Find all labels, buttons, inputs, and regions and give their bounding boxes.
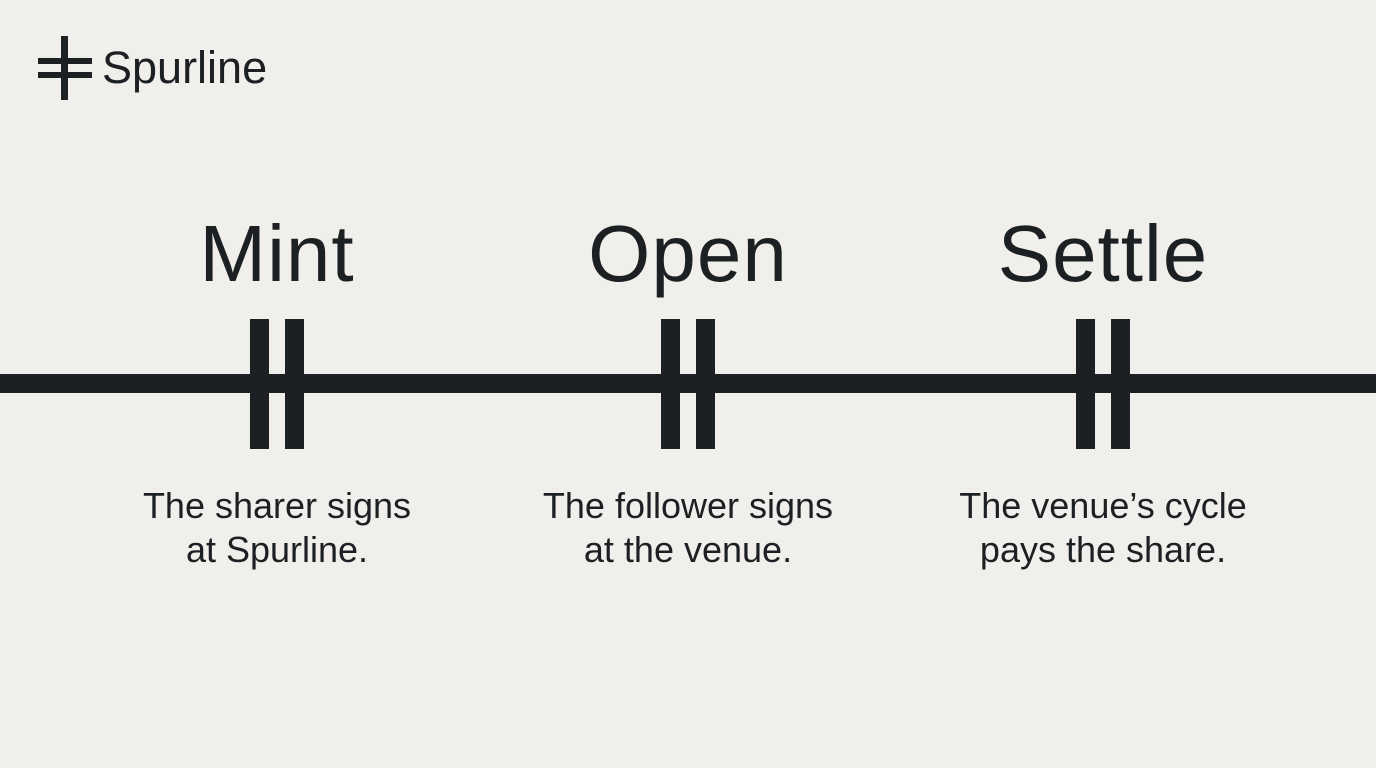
stage-title: Mint — [199, 209, 355, 298]
stage-settle: Settle The venue’s cycle pays the share. — [893, 0, 1313, 768]
stage-caption-line: at Spurline. — [185, 529, 369, 570]
stage-caption-line: The follower signs — [542, 485, 834, 526]
stage-title: Settle — [997, 209, 1209, 298]
double-cross-icon — [38, 36, 92, 100]
double-bar-marker-icon — [250, 319, 304, 449]
stage-caption: The venue’s cycle pays the share. — [893, 484, 1313, 572]
double-bar-marker-icon — [1076, 319, 1130, 449]
stage-caption-line: pays the share. — [979, 529, 1227, 570]
stage-mint: Mint The sharer signs at Spurline. — [67, 0, 487, 768]
stage-caption: The follower signs at the venue. — [478, 484, 898, 572]
brand-logo: Spurline — [38, 36, 267, 100]
stage-caption-line: at the venue. — [583, 529, 793, 570]
brand-name: Spurline — [102, 42, 268, 93]
stage-caption-line: The sharer signs — [142, 485, 412, 526]
stage-open: Open The follower signs at the venue. — [478, 0, 898, 768]
double-bar-marker-icon — [661, 319, 715, 449]
stage-title: Open — [588, 209, 788, 298]
stage-caption: The sharer signs at Spurline. — [67, 484, 487, 572]
timeline-line — [0, 374, 1376, 393]
stage-caption-line: The venue’s cycle — [959, 485, 1247, 526]
